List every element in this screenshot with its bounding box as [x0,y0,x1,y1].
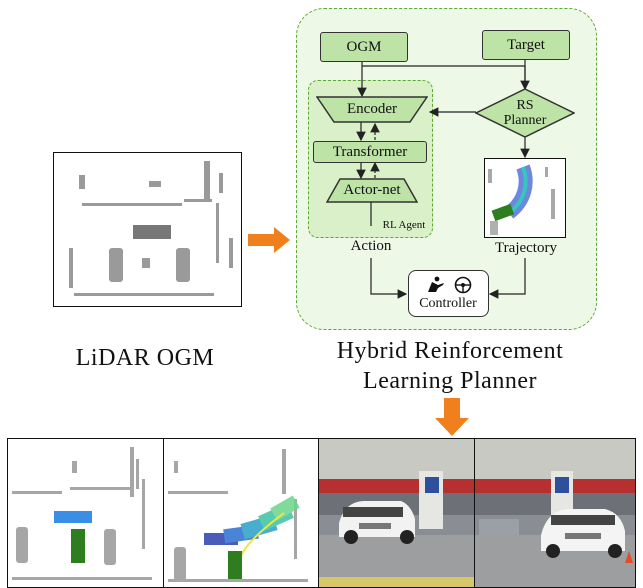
bottom-panel-parking-photo-1 [318,438,475,588]
bottom-panel-parking-photo-2 [474,438,636,588]
parking-photo-1-image [319,439,474,587]
controller-label: Controller [419,296,477,311]
parking-photo-2-image [475,439,635,587]
ego-vehicle [133,225,171,239]
action-label: Action [350,238,392,254]
bottom-panel-planned-path [163,438,319,588]
rs-planner-label: RS Planner [475,90,575,136]
target-node-label: Target [507,36,545,53]
parking-slot-marker [54,511,92,523]
controller-node: Controller [408,270,489,317]
arrow-down-icon [435,398,469,436]
ogm-scene-plot [12,447,152,580]
transformer-label: Transformer [332,143,408,160]
steering-wheel-icon [454,276,472,294]
ogm-node-label: OGM [346,38,382,55]
swept-vehicle-footprints [204,495,300,545]
bottom-panel-ogm-scene [7,438,164,588]
rs-planner-label-line1: RS [516,98,534,113]
encoder-label: Encoder [347,101,397,117]
transformer-node: Transformer [313,141,427,163]
rl-agent-label: RL Agent [382,219,426,231]
rs-planner-node [475,88,575,138]
trajectory-label: Trajectory [495,240,557,256]
lidar-ogm-caption: LiDAR OGM [75,345,215,371]
controller-icons [428,276,472,294]
ogm-node: OGM [320,32,408,62]
planner-title-line2: Learning Planner [363,368,537,394]
driver-icon [428,276,444,292]
actor-net-node [326,178,418,203]
planned-path-plot [168,449,308,582]
planner-title-line1: Hybrid Reinforcement [336,338,564,364]
actor-net-label: Actor-net [343,182,401,198]
arrow-right-icon [248,227,290,253]
lidar-ogm-image [53,152,242,307]
trajectory-plot [488,164,555,235]
target-node: Target [482,30,570,60]
encoder-node [316,96,428,123]
target-car-marker [71,529,85,563]
trajectory-image [484,158,566,238]
ogm-point-cloud [69,161,233,296]
rs-planner-label-line2: Planner [503,113,547,128]
